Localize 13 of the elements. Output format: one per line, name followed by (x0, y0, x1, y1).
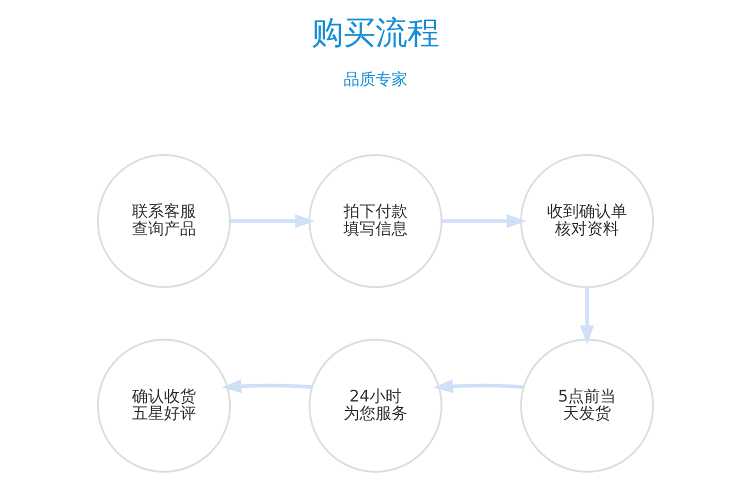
arrow (432, 379, 524, 394)
arrow (580, 287, 594, 345)
node-circle: 5点前当天发货 (520, 338, 654, 473)
node-circle: 24小时为您服务 (308, 338, 442, 473)
diagram-title: 购买流程 (311, 14, 439, 52)
node-circle: 收到确认单核对资料 (520, 154, 654, 288)
arrow (221, 379, 312, 394)
arrow (441, 214, 526, 228)
arrow (230, 214, 314, 228)
node-circle: 联系客服查询产品 (96, 154, 230, 288)
node-circle: 拍下付款填写信息 (308, 154, 442, 288)
label: 品质专家 (343, 70, 407, 89)
node-circle: 确认收货五星好评 (96, 338, 230, 473)
